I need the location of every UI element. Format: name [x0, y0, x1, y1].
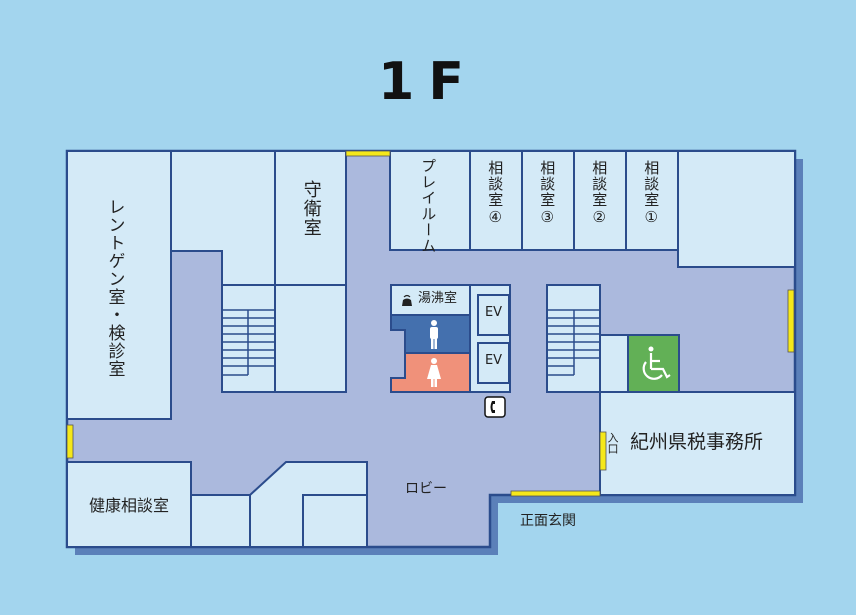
room-xray[interactable] — [66, 150, 172, 420]
room-consult4[interactable] — [469, 150, 523, 251]
room-tax-office[interactable] — [599, 391, 796, 496]
label-xray: レントゲン室・検診室 — [104, 198, 125, 378]
door-east[interactable] — [787, 289, 795, 353]
label-health: 健康相談室 — [88, 496, 169, 515]
room-guard[interactable] — [274, 150, 347, 286]
room-small-right[interactable] — [599, 334, 629, 393]
women-restroom-icon — [427, 358, 441, 387]
label-ev1: EV — [484, 305, 503, 320]
door-tax-office[interactable] — [599, 431, 607, 471]
stair-steps-right — [547, 309, 600, 376]
men-restroom-icon — [430, 320, 438, 349]
room-small-south[interactable] — [190, 494, 251, 548]
label-playroom: プレイルーム — [419, 158, 438, 254]
label-consult3: 相談室③ — [538, 160, 557, 227]
wheelchair-icon — [642, 346, 671, 380]
label-consult2: 相談室② — [590, 160, 609, 227]
label-consult4: 相談室④ — [486, 160, 505, 227]
label-tax-office: 紀州県税事務所 — [630, 431, 764, 453]
room-health[interactable] — [66, 461, 192, 548]
label-ev2: EV — [484, 353, 503, 368]
door-main-entrance[interactable] — [510, 490, 601, 497]
label-guard: 守衛室 — [300, 180, 322, 237]
room-playroom[interactable] — [389, 150, 471, 251]
label-main-entrance: 正面玄関 — [520, 513, 576, 529]
label-consult1: 相談室① — [642, 160, 661, 227]
room-south-inner[interactable] — [302, 494, 368, 548]
stair-steps-left — [222, 309, 275, 376]
door-west[interactable] — [66, 424, 74, 459]
label-entrance-side: 入口 — [606, 432, 619, 454]
door-north[interactable] — [345, 150, 391, 157]
elevator-1[interactable] — [477, 294, 510, 336]
floor-title: 1F — [378, 52, 478, 112]
kettle-icon — [402, 294, 412, 306]
label-lobby: ロビー — [405, 481, 447, 497]
phone-icon[interactable] — [484, 396, 506, 418]
accessible-restroom[interactable] — [627, 334, 680, 393]
room-northeast[interactable] — [677, 150, 796, 268]
room-consult2[interactable] — [573, 150, 627, 251]
room-consult3[interactable] — [521, 150, 575, 251]
room-under-guard[interactable] — [274, 284, 347, 393]
elevator-2[interactable] — [477, 342, 510, 384]
label-kitchen: 湯沸室 — [418, 291, 458, 306]
